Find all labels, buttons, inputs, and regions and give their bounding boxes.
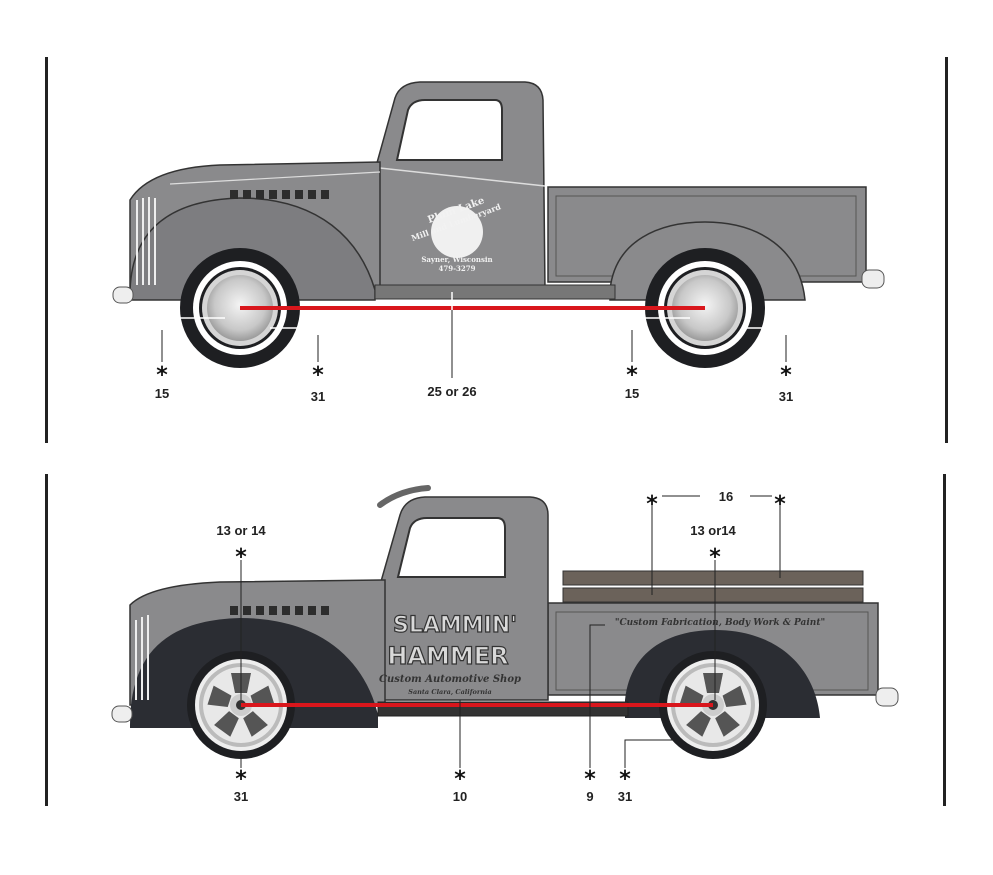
svg-text:"Custom Fabrication, Body Work: "Custom Fabrication, Body Work & Paint" xyxy=(615,618,825,628)
svg-text:Custom Automotive Shop: Custom Automotive Shop xyxy=(379,674,521,685)
hood-vents xyxy=(230,606,329,615)
svg-text:31: 31 xyxy=(779,389,793,404)
callout-door-decal: * 10 xyxy=(453,767,467,804)
svg-text:479-3279: 479-3279 xyxy=(439,264,476,273)
callout-rear-tire: * 31 xyxy=(779,363,793,404)
callout-front-hubcap: * 15 xyxy=(155,363,169,401)
callout-bed-decal: * 9 xyxy=(584,767,596,804)
svg-text:*: * xyxy=(235,545,247,570)
svg-text:13 or 14: 13 or 14 xyxy=(216,523,266,538)
svg-text:*: * xyxy=(235,767,247,792)
panel-top-frame xyxy=(45,57,948,443)
top-callout-lines-dark xyxy=(161,310,787,378)
svg-text:31: 31 xyxy=(618,789,632,804)
callout-front-tire: * 31 xyxy=(311,363,325,404)
svg-text:*: * xyxy=(709,545,721,570)
custom-truck: "Custom Fabrication, Body Work & Paint" … xyxy=(111,485,899,759)
callout-front-wheel: 13 or 14 * xyxy=(216,523,266,570)
svg-text:31: 31 xyxy=(234,789,248,804)
panel-bottom-frame xyxy=(45,474,946,806)
svg-text:25 or 26: 25 or 26 xyxy=(427,384,476,399)
svg-text:Santa Clara, California: Santa Clara, California xyxy=(408,688,491,696)
svg-text:SLAMMIN': SLAMMIN' xyxy=(393,613,517,638)
svg-text:9: 9 xyxy=(586,789,593,804)
stock-truck: Plum Lake Mill and Lumberyard Sayner, Wi… xyxy=(112,81,885,368)
callout-rear-wheel: 13 or14 * xyxy=(690,523,736,570)
svg-text:16: 16 xyxy=(719,489,733,504)
svg-text:15: 15 xyxy=(155,386,169,401)
svg-text:*: * xyxy=(780,363,792,388)
svg-text:15: 15 xyxy=(625,386,639,401)
svg-text:*: * xyxy=(774,492,786,517)
callout-bed-rails: * 16 * xyxy=(646,489,786,517)
svg-text:13 or14: 13 or14 xyxy=(690,523,736,538)
svg-text:*: * xyxy=(619,767,631,792)
bottom-callout-lines xyxy=(240,495,781,768)
callout-front-tire: * 31 xyxy=(234,767,248,804)
callout-rear-tire: * 31 xyxy=(618,767,632,804)
svg-text:*: * xyxy=(646,492,658,517)
svg-text:Sayner, Wisconsin: Sayner, Wisconsin xyxy=(421,255,492,264)
door-logo-slammin-hammer: SLAMMIN' HAMMER Custom Automotive Shop S… xyxy=(379,612,521,696)
svg-text:*: * xyxy=(156,363,168,388)
hood-vents xyxy=(230,190,329,199)
svg-text:*: * xyxy=(312,363,324,388)
svg-text:*: * xyxy=(626,363,638,388)
svg-text:10: 10 xyxy=(453,789,467,804)
svg-text:*: * xyxy=(454,767,466,792)
svg-text:*: * xyxy=(584,767,596,792)
callout-running-board: 25 or 26 xyxy=(427,384,476,399)
bed-rails xyxy=(562,570,864,603)
svg-text:31: 31 xyxy=(311,389,325,404)
svg-text:HAMMER: HAMMER xyxy=(387,642,508,670)
callout-rear-hubcap: * 15 xyxy=(625,363,639,401)
